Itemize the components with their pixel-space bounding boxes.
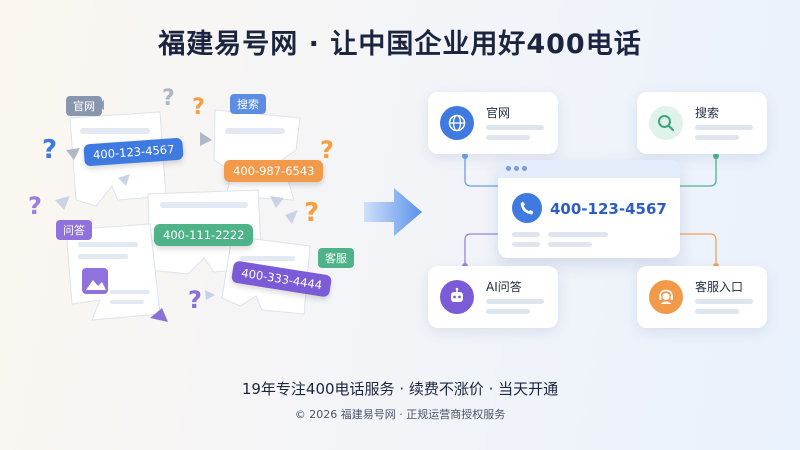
question-mark-icon: ?	[304, 198, 320, 228]
footer-slogan: 19年专注400电话服务 · 续费不涨价 · 当天开通	[241, 380, 559, 398]
search-icon	[649, 106, 683, 140]
headset-agent-icon	[649, 280, 683, 314]
phone-number-badge: 400-111-2222	[154, 224, 254, 246]
arrow-right-icon	[364, 188, 422, 236]
card-label: 客服入口	[695, 280, 744, 294]
fragment-purple	[150, 308, 168, 322]
channel-card-official: 官网	[428, 92, 558, 154]
footer-copyright: © 2026 福建易号网 · 正规运营商授权服务	[294, 408, 506, 421]
phone-icon	[512, 193, 542, 223]
tag-search: 搜索	[230, 94, 266, 114]
card-label: AI问答	[486, 280, 522, 294]
globe-icon	[440, 106, 474, 140]
channel-card-search: 搜索	[637, 92, 767, 154]
page-title: 福建易号网 · 让中国企业用好400电话	[158, 29, 642, 60]
channel-card-ai-qa: AI问答	[428, 266, 558, 328]
tag-qa: 问答	[56, 220, 92, 240]
robot-icon	[440, 280, 474, 314]
question-mark-icon: ?	[320, 136, 334, 164]
question-mark-icon: ?	[42, 135, 58, 165]
channel-card-service: 客服入口	[637, 266, 767, 328]
tag-official: 官网	[66, 96, 102, 116]
question-mark-icon: ?	[188, 286, 202, 314]
question-mark-icon: ?	[192, 95, 205, 120]
tag-service: 客服	[318, 248, 354, 268]
question-mark-icon: ?	[162, 86, 175, 111]
hub-phone-number: 400-123-4567	[550, 200, 667, 218]
phone-hub-card: 400-123-4567	[498, 160, 680, 258]
card-label: 搜索	[695, 106, 720, 120]
torn-page-4	[65, 223, 161, 321]
question-mark-icon: ?	[28, 192, 42, 220]
phone-number-badge: 400-987-6543	[224, 160, 324, 182]
card-label: 官网	[486, 106, 511, 120]
